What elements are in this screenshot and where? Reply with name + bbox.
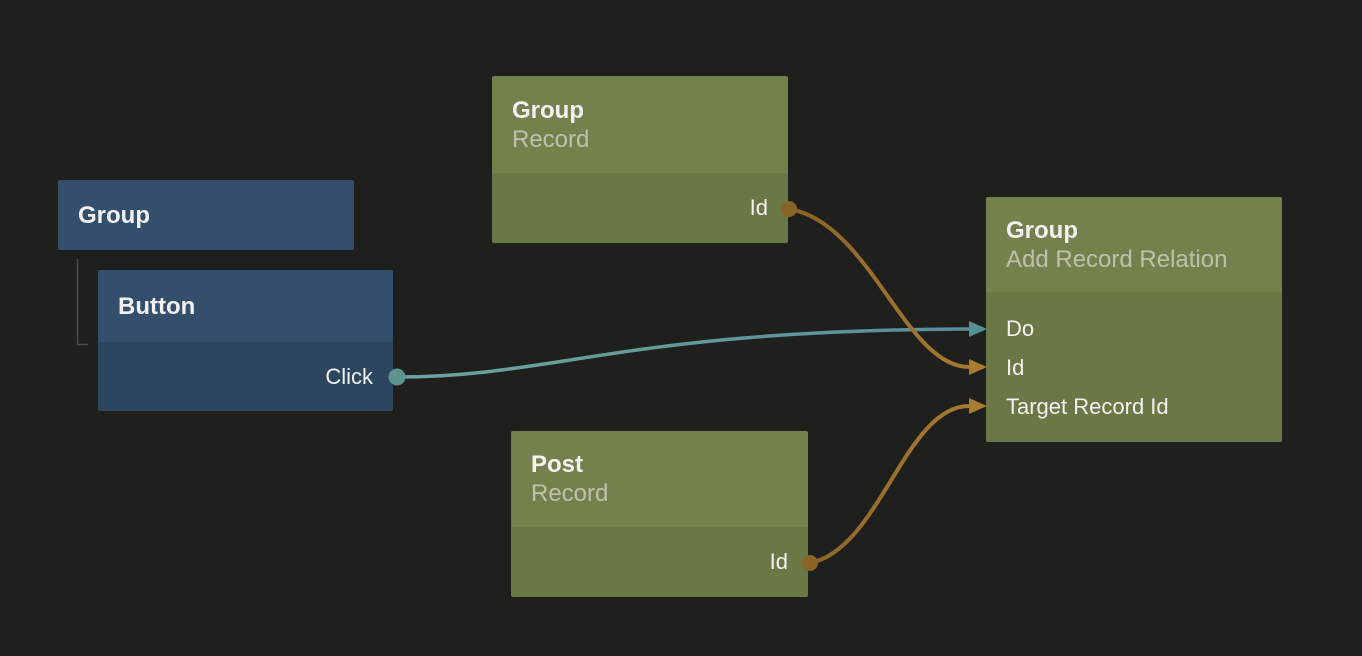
input-port-id[interactable]: Id bbox=[1006, 348, 1262, 387]
node-add-record-relation-body: Do Id Target Record Id bbox=[986, 292, 1282, 442]
node-button-header[interactable]: Button bbox=[98, 270, 393, 342]
node-subtitle: Add Record Relation bbox=[1006, 245, 1228, 273]
input-port-do-label: Do bbox=[1006, 315, 1035, 341]
node-group-record-body: Id bbox=[492, 173, 788, 243]
node-group-record[interactable]: Group Record Id bbox=[492, 76, 788, 243]
wire-group-id-to-id[interactable] bbox=[788, 207, 970, 369]
wire-post-id-to-target-record-id[interactable] bbox=[809, 404, 970, 565]
output-port-click-label: Click bbox=[325, 363, 373, 389]
node-title: Group bbox=[78, 201, 150, 229]
node-add-record-relation[interactable]: Group Add Record Relation Do Id Target R… bbox=[986, 197, 1282, 442]
node-post-record[interactable]: Post Record Id bbox=[511, 431, 808, 597]
node-post-record-header[interactable]: Post Record bbox=[511, 431, 808, 527]
node-post-record-body: Id bbox=[511, 527, 808, 597]
output-port-id-label: Id bbox=[749, 195, 768, 220]
node-group-record-header[interactable]: Group Record bbox=[492, 76, 788, 173]
node-add-record-relation-header[interactable]: Group Add Record Relation bbox=[986, 197, 1282, 292]
output-port-id-label: Id bbox=[769, 549, 788, 574]
node-group-container-header[interactable]: Group bbox=[58, 180, 354, 250]
arrowhead-target-record-id-input bbox=[969, 398, 987, 414]
node-group-container[interactable]: Group bbox=[58, 180, 354, 250]
node-title: Group bbox=[1006, 216, 1078, 244]
node-subtitle: Record bbox=[531, 480, 609, 507]
node-button-body: Click bbox=[98, 342, 393, 411]
input-port-id-label: Id bbox=[1006, 354, 1025, 380]
hierarchy-connector-line bbox=[76, 259, 88, 346]
input-port-do[interactable]: Do bbox=[1006, 309, 1262, 348]
node-title: Button bbox=[118, 292, 196, 320]
node-title: Group bbox=[512, 96, 584, 124]
node-button[interactable]: Button Click bbox=[98, 270, 393, 411]
input-port-target-record-id[interactable]: Target Record Id bbox=[1006, 387, 1262, 426]
arrowhead-do-input bbox=[969, 321, 987, 337]
node-subtitle: Record bbox=[512, 125, 590, 153]
input-port-target-record-id-label: Target Record Id bbox=[1006, 393, 1169, 419]
wire-click-to-do[interactable] bbox=[396, 327, 970, 379]
node-title: Post bbox=[531, 451, 584, 478]
arrowhead-id-input bbox=[969, 359, 987, 375]
